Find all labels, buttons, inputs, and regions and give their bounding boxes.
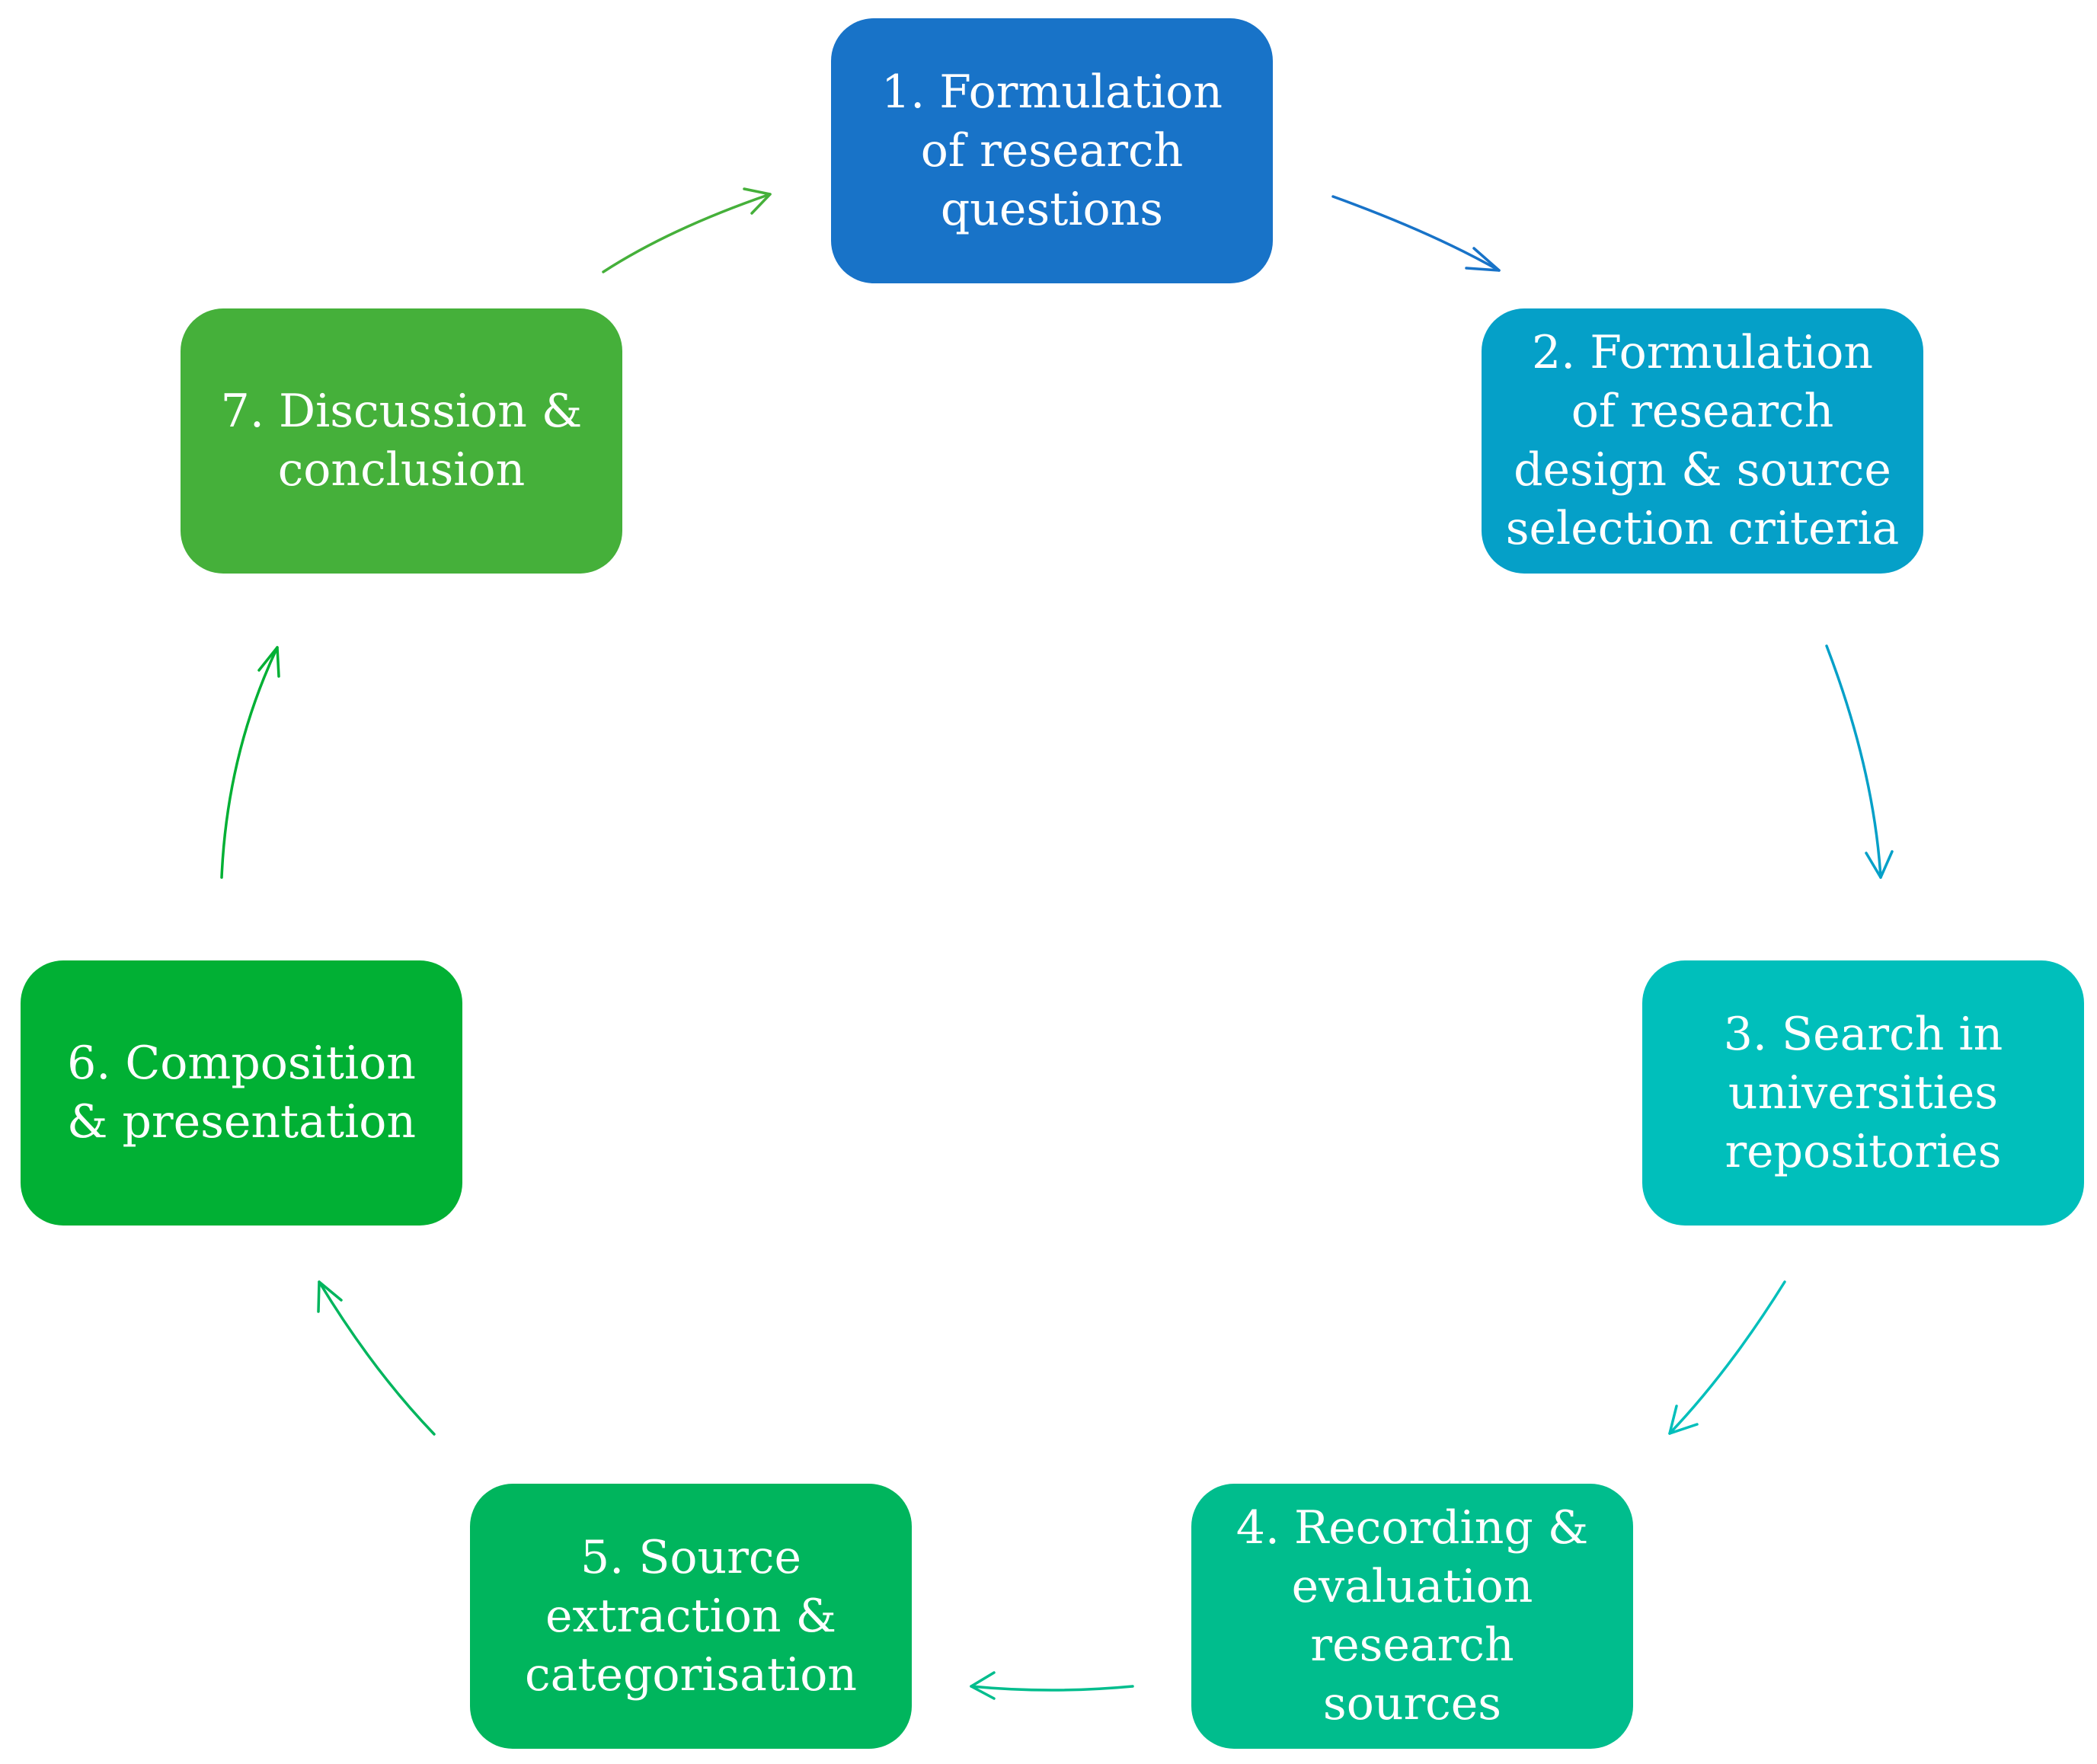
step-2-box: 2. Formulation of research design & sour… (1482, 308, 1923, 574)
arrow-1-to-2 (1331, 195, 1501, 272)
arrow-4-to-5-head (970, 1671, 996, 1700)
arrow-6-to-7-head (257, 646, 280, 678)
arrow-1-to-2-head (1465, 247, 1501, 272)
arrow-7-to-1 (602, 187, 772, 273)
step-1-box: 1. Formulation of research questions (831, 18, 1273, 283)
arrow-3-to-4 (1668, 1280, 1786, 1435)
step-3-label: 3. Search in universities repositories (1723, 1007, 2003, 1178)
step-4-box: 4. Recording & evaluation research sourc… (1191, 1484, 1633, 1749)
arrow-4-to-5-shaft (970, 1685, 1134, 1692)
arrow-5-to-6-shaft (318, 1280, 436, 1436)
arrow-6-to-7 (220, 646, 280, 879)
arrow-2-to-3-shaft (1825, 644, 1882, 879)
arrow-7-to-1-head (743, 187, 772, 215)
arrow-1-to-2-shaft (1331, 195, 1501, 272)
arrow-5-to-6 (317, 1280, 436, 1436)
step-6-label: 6. Composition & presentation (67, 1037, 416, 1149)
arrow-7-to-1-shaft (602, 193, 772, 273)
step-2-label: 2. Formulation of research design & sour… (1505, 326, 1900, 555)
arrow-3-to-4-head (1668, 1404, 1699, 1435)
arrow-2-to-3-head (1865, 850, 1894, 879)
arrow-3-to-4-shaft (1668, 1280, 1786, 1435)
arrow-2-to-3 (1825, 644, 1894, 879)
step-4-label: 4. Recording & evaluation research sourc… (1236, 1501, 1589, 1730)
step-3-box: 3. Search in universities repositories (1642, 960, 2084, 1226)
arrow-5-to-6-head (317, 1280, 343, 1313)
step-7-label: 7. Discussion & conclusion (220, 385, 583, 497)
step-1-label: 1. Formulation of research questions (881, 65, 1223, 236)
arrow-4-to-5 (970, 1671, 1134, 1700)
step-5-label: 5. Source extraction & categorisation (524, 1530, 858, 1702)
step-5-box: 5. Source extraction & categorisation (470, 1484, 912, 1749)
arrow-6-to-7-shaft (220, 646, 279, 879)
step-7-box: 7. Discussion & conclusion (181, 308, 622, 574)
step-6-box: 6. Composition & presentation (21, 960, 462, 1226)
